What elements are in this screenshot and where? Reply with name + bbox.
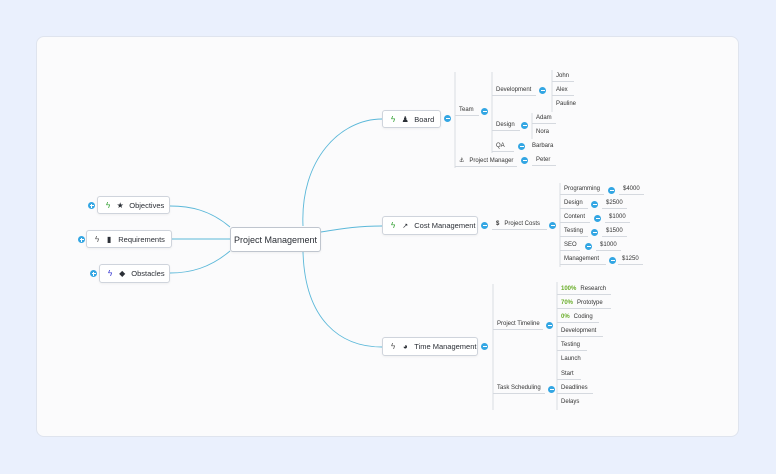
bolt-icon: ϟ [95,234,100,244]
cost-item-toggle[interactable] [594,215,601,222]
design-member[interactable]: Nora [536,129,550,135]
cost-item[interactable]: Programming [560,186,604,195]
requirements-expand-toggle[interactable] [78,236,85,243]
board-label: Board [414,114,435,124]
project-costs-collapse-toggle[interactable] [549,222,556,229]
qa-item[interactable]: QA [492,143,514,152]
pie-icon: ◕ [402,342,408,351]
dev-member[interactable]: Pauline [556,101,577,107]
cost-item-toggle[interactable] [591,229,598,236]
board-node[interactable]: ϟ ♟ Board [382,110,441,128]
cube-icon: ◆ [119,269,126,278]
bolt-icon: ϟ [108,269,113,278]
timeline-item[interactable]: 100%Research [557,286,611,295]
timeline-item[interactable]: Launch [561,356,581,362]
dev-member[interactable]: John [552,73,574,82]
cost-item-toggle[interactable] [591,201,598,208]
board-collapse-toggle[interactable] [444,115,451,122]
book-icon: ▮ [107,234,112,244]
bolt-icon: ϟ [391,342,396,351]
timeline-item[interactable]: Development [557,328,603,337]
team-item[interactable]: Team [455,107,479,116]
objectives-label: Objectives [129,200,165,210]
dollar-icon: $ [496,221,500,227]
central-topic[interactable]: Project Management [230,227,321,252]
cost-item[interactable]: Content [560,214,590,223]
objectives-node[interactable]: ϟ ★ Objectives [97,196,170,214]
cost-value[interactable]: $4000 [619,186,644,195]
qa-collapse-toggle[interactable] [518,143,525,150]
cost-collapse-toggle[interactable] [481,222,488,229]
project-timeline-item[interactable]: Project Timeline [493,321,543,330]
cost-value[interactable]: $1250 [618,256,643,265]
pm-member[interactable]: Peter [532,157,556,166]
timeline-item[interactable]: Testing [557,342,587,351]
requirements-node[interactable]: ϟ ▮ Requirements [86,230,172,248]
team-collapse-toggle[interactable] [481,108,488,115]
project-costs-item[interactable]: $Project Costs [492,221,547,230]
design-team-collapse-toggle[interactable] [521,122,528,129]
qa-member[interactable]: Barbara [532,143,554,149]
cost-item[interactable]: SEO [560,242,580,251]
obstacles-expand-toggle[interactable] [90,270,97,277]
dev-member[interactable]: Alex [552,87,574,96]
scheduling-item[interactable]: Delays [561,399,580,405]
anchor-icon: ⚓ [459,158,465,164]
time-collapse-toggle[interactable] [481,343,488,350]
design-member[interactable]: Adam [532,115,556,124]
cost-item-toggle[interactable] [585,243,592,250]
chart-icon: ↗ [402,222,409,230]
objectives-expand-toggle[interactable] [88,202,95,209]
cost-management-label: Cost Management [414,221,476,230]
scheduling-item[interactable]: Start [557,371,581,380]
task-scheduling-collapse-toggle[interactable] [548,386,555,393]
cost-value[interactable]: $1500 [602,228,627,237]
group-icon: ♟ [401,114,409,124]
cost-value[interactable]: $1000 [605,214,630,223]
project-timeline-collapse-toggle[interactable] [546,322,553,329]
timeline-item[interactable]: 0%Coding [557,314,599,323]
cost-item[interactable]: Design [560,200,588,209]
cost-management-node[interactable]: ϟ ↗ Cost Management [382,216,478,235]
time-management-label: Time Management [414,342,477,351]
obstacles-label: Obstacles [131,269,165,278]
cost-value[interactable]: $2500 [602,200,627,209]
bolt-icon: ϟ [391,221,396,230]
scheduling-item[interactable]: Deadlines [557,385,593,394]
project-manager-collapse-toggle[interactable] [521,157,528,164]
time-management-node[interactable]: ϟ ◕ Time Management [382,337,478,356]
development-item[interactable]: Development [492,87,536,96]
development-collapse-toggle[interactable] [539,87,546,94]
task-scheduling-item[interactable]: Task Scheduling [493,385,545,394]
design-team-item[interactable]: Design [492,122,520,131]
bolt-icon: ϟ [391,114,396,124]
cost-value[interactable]: $1000 [596,242,621,251]
cost-item[interactable]: Management [560,256,606,265]
project-manager-item[interactable]: ⚓Project Manager [455,157,517,167]
bolt-icon: ϟ [106,200,111,210]
star-icon: ★ [116,200,124,210]
cost-item-toggle[interactable] [608,187,615,194]
central-topic-label: Project Management [233,234,318,245]
timeline-item[interactable]: 70%Prototype [557,300,611,309]
requirements-label: Requirements [118,234,165,244]
cost-item[interactable]: Testing [560,228,588,237]
obstacles-node[interactable]: ϟ ◆ Obstacles [99,264,170,283]
cost-item-toggle[interactable] [609,257,616,264]
